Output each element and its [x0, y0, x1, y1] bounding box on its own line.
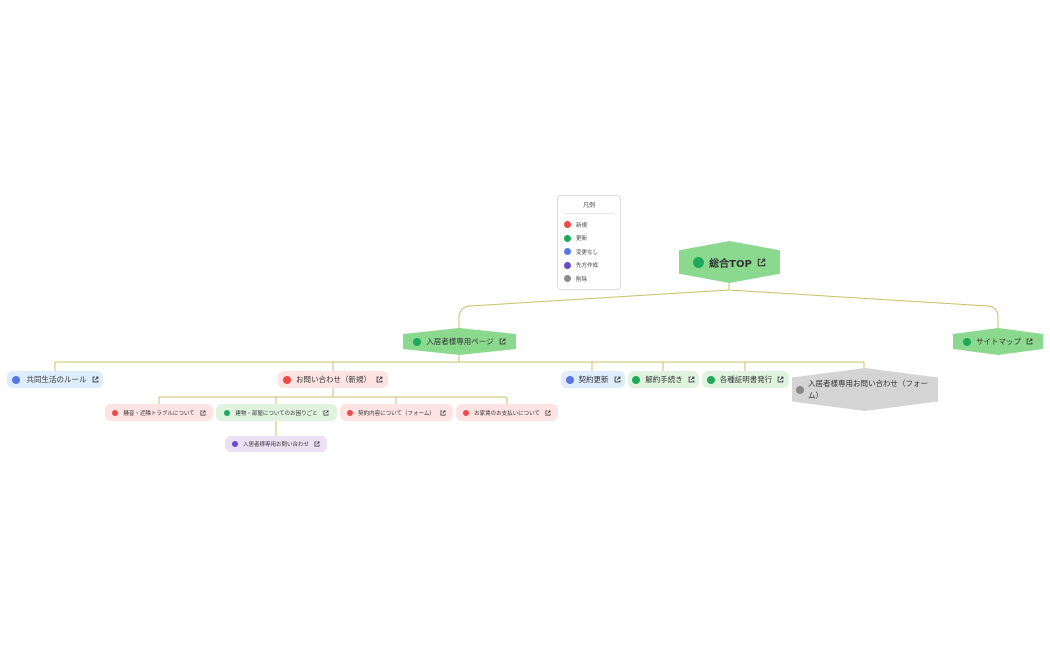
- legend-label: 削除: [576, 276, 588, 283]
- external-link-icon[interactable]: [614, 376, 621, 383]
- external-link-icon[interactable]: [545, 410, 551, 416]
- status-dot-updated: [693, 256, 705, 268]
- legend-label: 変更なし: [576, 249, 599, 256]
- node-label: 契約更新: [578, 375, 609, 384]
- connector-inquiry-children: [158, 397, 508, 404]
- node-rules[interactable]: 共同生活のルール: [7, 371, 103, 388]
- node-contract-renewal[interactable]: 契約更新: [561, 371, 625, 388]
- node-label: 各種証明書発行: [719, 375, 773, 384]
- legend-item-client-created: 先方作成: [564, 259, 614, 273]
- external-link-icon[interactable]: [323, 410, 329, 416]
- external-link-icon[interactable]: [314, 441, 320, 447]
- external-link-icon[interactable]: [1026, 338, 1033, 345]
- status-dot-updated: [413, 337, 422, 346]
- legend-item-unchanged: 変更なし: [564, 245, 614, 259]
- node-building[interactable]: 建物・部屋についてのお困りごと: [216, 404, 337, 421]
- node-label: 解約手続き: [645, 375, 683, 384]
- legend-item-updated: 更新: [564, 232, 614, 246]
- legend-item-deleted: 削除: [564, 272, 614, 286]
- external-link-icon[interactable]: [200, 410, 206, 416]
- status-dot-new: [347, 409, 354, 416]
- status-dot-unchanged: [565, 375, 574, 384]
- status-dot-new: [463, 409, 470, 416]
- node-certificates[interactable]: 各種証明書発行: [702, 371, 789, 388]
- connector-top-to-resident-page: [458, 283, 730, 329]
- status-dot-updated: [224, 409, 231, 416]
- legend-dot-purple: [564, 261, 571, 269]
- node-label: 入居者様専用お問い合わせ（フォーム）: [808, 378, 928, 400]
- connector-resident-page-bus: [55, 355, 864, 363]
- connector-resident-page-children: [54, 362, 865, 371]
- legend-dot-red: [564, 221, 571, 229]
- node-label: 入居者様専用ページ: [426, 337, 494, 346]
- status-dot-new: [112, 409, 119, 416]
- node-noise[interactable]: 騒音・近隣トラブルについて: [105, 404, 213, 421]
- legend-item-new: 新規: [564, 218, 614, 232]
- node-resident-page[interactable]: 入居者様専用ページ: [403, 328, 516, 355]
- node-cancellation[interactable]: 解約手続き: [628, 371, 699, 388]
- legend-label: 新規: [576, 222, 588, 229]
- node-top[interactable]: 総合TOP: [679, 241, 780, 283]
- legend: 凡例 新規 更新 変更なし 先方作成 削除: [557, 195, 621, 290]
- node-label: 共同生活のルール: [26, 375, 87, 384]
- external-link-icon[interactable]: [376, 376, 383, 383]
- legend-label: 更新: [576, 236, 588, 243]
- status-dot-client-created: [231, 441, 238, 447]
- legend-title: 凡例: [564, 200, 614, 214]
- node-resident-inquiry-form[interactable]: 入居者様専用お問い合わせ（フォーム）: [792, 368, 938, 411]
- status-dot-updated: [706, 375, 715, 384]
- legend-dot-blue: [564, 248, 571, 256]
- node-label: 総合TOP: [709, 258, 752, 270]
- external-link-icon[interactable]: [688, 376, 695, 383]
- node-rent-payment[interactable]: お家賃のお支払いについて: [456, 404, 558, 421]
- external-link-icon[interactable]: [499, 338, 506, 345]
- status-dot-deleted: [796, 385, 804, 394]
- node-label: 入居者様専用お問い合わせ: [242, 442, 309, 448]
- node-label: 建物・部屋についてのお困りごと: [235, 410, 318, 417]
- node-sitemap[interactable]: サイトマップ: [953, 328, 1043, 355]
- legend-label: 先方作成: [576, 263, 599, 270]
- node-label: 騒音・近隣トラブルについて: [123, 410, 195, 417]
- connector-top-to-sitemap: [728, 289, 999, 329]
- node-contract-details[interactable]: 契約内容について（フォーム）: [340, 404, 453, 421]
- connector-inquiry-bus: [159, 388, 507, 398]
- status-dot-new: [283, 375, 291, 384]
- status-dot-updated: [632, 375, 641, 384]
- external-link-icon[interactable]: [92, 376, 99, 383]
- node-label: 契約内容について（フォーム）: [358, 410, 435, 417]
- node-inquiry-new[interactable]: お問い合わせ（新規）: [278, 371, 388, 388]
- external-link-icon[interactable]: [757, 258, 766, 267]
- node-label: サイトマップ: [976, 337, 1021, 346]
- node-label: お家賃のお支払いについて: [474, 410, 540, 417]
- legend-dot-green: [564, 234, 571, 242]
- status-dot-unchanged: [11, 375, 20, 384]
- external-link-icon[interactable]: [777, 376, 784, 383]
- node-label: お問い合わせ（新規）: [296, 375, 371, 384]
- external-link-icon[interactable]: [440, 410, 446, 416]
- node-resident-inquiry[interactable]: 入居者様専用お問い合わせ: [225, 436, 327, 452]
- status-dot-updated: [963, 337, 971, 346]
- legend-dot-gray: [564, 275, 571, 283]
